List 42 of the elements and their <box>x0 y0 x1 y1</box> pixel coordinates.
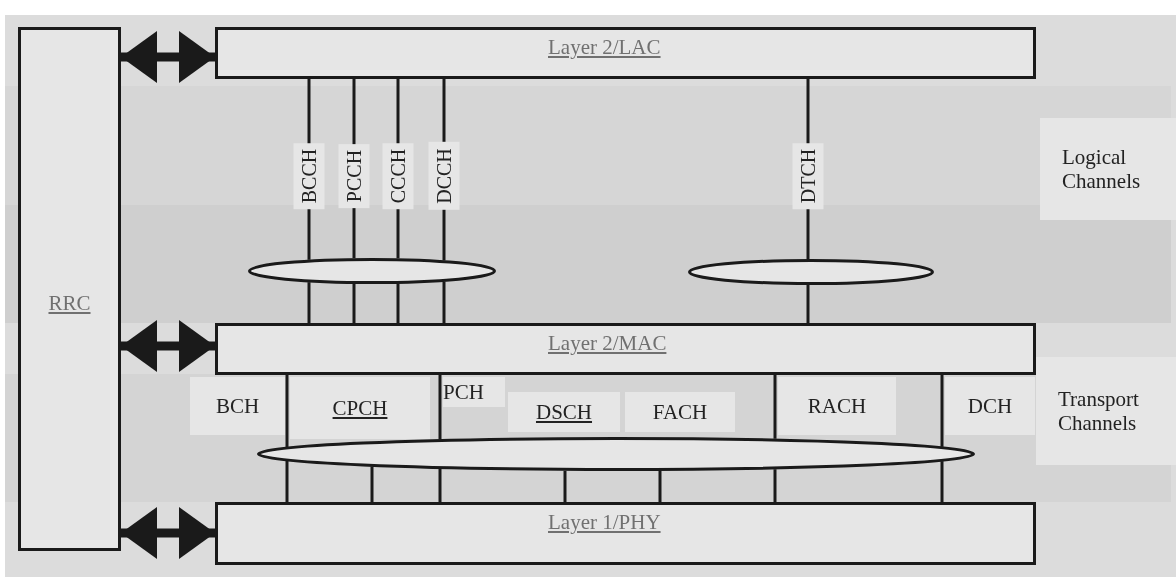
channel-label: PCH <box>443 377 505 407</box>
layer-box <box>215 502 1036 565</box>
layer-label: Layer 1/PHY <box>548 510 661 535</box>
layer-label: Layer 2/LAC <box>548 35 661 60</box>
edge-label: BCCH <box>293 142 325 210</box>
channel-line <box>773 469 777 502</box>
channel-line <box>438 375 442 440</box>
channel-label: DCH <box>945 377 1035 435</box>
channel-line <box>307 282 311 323</box>
channel-line <box>806 285 810 323</box>
layer-label: RRC <box>48 291 91 316</box>
channel-line <box>352 283 356 323</box>
control-layer-box <box>18 27 121 551</box>
section-label: Transport Channels <box>1036 357 1176 465</box>
section-label: Logical Channels <box>1040 118 1176 220</box>
channel-line <box>658 470 662 502</box>
double-arrow <box>121 320 215 372</box>
double-arrow <box>121 31 215 83</box>
channel-label: CPCH <box>290 377 430 439</box>
double-arrow <box>121 507 215 559</box>
channel-label: DSCH <box>508 392 620 432</box>
edge-label: DTCH <box>792 142 824 210</box>
channel-line <box>940 375 944 447</box>
channel-line <box>285 375 289 448</box>
channel-label: RACH <box>778 377 896 435</box>
channel-line <box>442 281 446 323</box>
channel-line <box>438 468 442 502</box>
channel-line <box>285 460 289 502</box>
layer-box <box>215 27 1036 79</box>
channel-mapping-ellipse <box>257 437 975 471</box>
edge-label: CCCH <box>382 142 414 210</box>
edge-label: DCCH <box>428 142 460 210</box>
channel-label: FACH <box>625 392 735 432</box>
channel-line <box>396 283 400 323</box>
channel-line <box>563 470 567 502</box>
channel-line <box>940 461 944 502</box>
layer-label: Layer 2/MAC <box>548 331 667 356</box>
layer-box <box>215 323 1036 375</box>
channel-line <box>370 466 374 502</box>
channel-label: BCH <box>190 377 285 435</box>
edge-label: PCCH <box>338 143 370 209</box>
channel-line <box>773 375 777 439</box>
